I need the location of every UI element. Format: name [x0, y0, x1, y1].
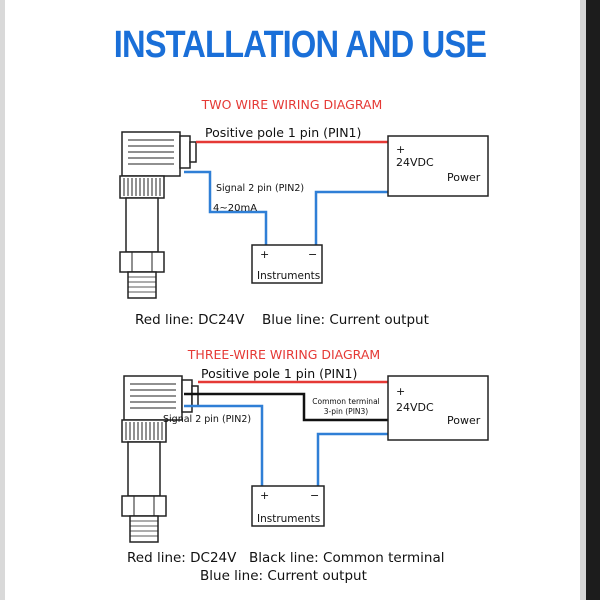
two-wire-instruments-minus: − — [308, 248, 317, 261]
three-wire-positive-label: Positive pole 1 pin (PIN1) — [201, 366, 357, 381]
three-wire-legend-blue: Blue line: Current output — [200, 568, 367, 584]
two-wire-instruments-label: Instruments — [257, 270, 320, 282]
three-wire-transmitter — [121, 375, 199, 543]
three-wire-power-voltage: 24VDC — [396, 401, 434, 414]
three-wire-common-label-1: Common terminal — [312, 397, 380, 406]
three-wire-instruments-label: Instruments — [257, 513, 320, 525]
two-wire-power-plus: + — [396, 143, 405, 156]
three-wire-diagram: THREE-WIRE WIRING DIAGRAM Positive pole … — [121, 347, 489, 584]
three-wire-power-label: Power — [447, 414, 481, 427]
two-wire-positive-label: Positive pole 1 pin (PIN1) — [205, 125, 361, 140]
two-wire-diagram: TWO WIRE WIRING DIAGRAM Positive pole 1 … — [119, 97, 489, 328]
two-wire-power-box — [387, 135, 489, 197]
three-wire-power-plus: + — [396, 385, 405, 398]
three-wire-return-line — [316, 432, 388, 486]
three-wire-legend-black: Black line: Common terminal — [249, 550, 445, 566]
three-wire-signal-line — [184, 404, 264, 486]
two-wire-return-line — [314, 190, 388, 245]
two-wire-heading: TWO WIRE WIRING DIAGRAM — [201, 97, 383, 112]
two-wire-instruments-plus: + — [260, 248, 269, 261]
two-wire-instruments-box — [251, 244, 323, 284]
two-wire-power-label: Power — [447, 171, 481, 184]
three-wire-instruments-plus: + — [260, 489, 269, 502]
three-wire-instruments-minus: − — [310, 489, 319, 502]
three-wire-signal-label: Signal 2 pin (PIN2) — [163, 414, 251, 425]
three-wire-heading: THREE-WIRE WIRING DIAGRAM — [187, 347, 380, 362]
right-border-shadow — [580, 0, 586, 600]
right-border — [586, 0, 600, 600]
two-wire-legend-red: Red line: DC24V — [135, 312, 245, 328]
two-wire-signal-line — [184, 170, 268, 245]
left-border — [0, 0, 5, 600]
three-wire-common-label-2: 3-pin (PIN3) — [324, 407, 369, 416]
two-wire-signal-label: Signal 2 pin (PIN2) — [216, 183, 304, 194]
three-wire-power-box — [387, 375, 489, 441]
two-wire-legend-blue: Blue line: Current output — [262, 312, 429, 328]
page-title: INSTALLATION AND USE — [113, 24, 487, 66]
two-wire-transmitter — [119, 131, 197, 299]
three-wire-instruments-box — [251, 485, 325, 527]
three-wire-black-line — [184, 392, 388, 422]
two-wire-current-label: 4~20mA — [213, 203, 257, 214]
three-wire-legend-red: Red line: DC24V — [127, 550, 237, 566]
two-wire-power-voltage: 24VDC — [396, 156, 434, 169]
